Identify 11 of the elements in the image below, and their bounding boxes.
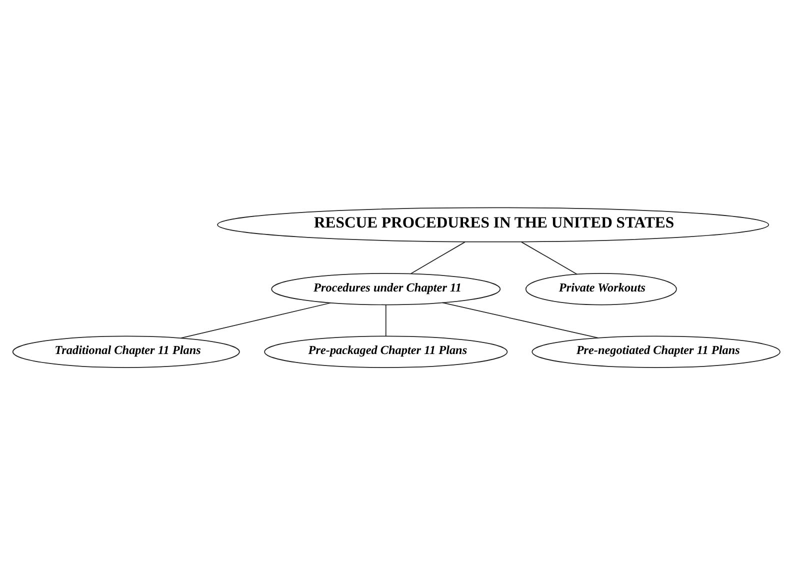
node-ellipse: Private Workouts <box>525 272 677 306</box>
connector <box>410 242 466 274</box>
node-ellipse: Pre-negotiated Chapter 11 Plans <box>532 336 780 368</box>
connector <box>442 302 599 338</box>
connector <box>521 242 578 275</box>
connector <box>385 304 386 336</box>
node-ellipse: Procedures under Chapter 11 <box>271 272 501 306</box>
node-ellipse: RESCUE PROCEDURES IN THE UNITED STATES <box>217 207 770 242</box>
node-ellipse: Pre-packaged Chapter 11 Plans <box>264 336 508 368</box>
connector <box>180 302 332 339</box>
node-ellipse: Traditional Chapter 11 Plans <box>12 336 240 368</box>
